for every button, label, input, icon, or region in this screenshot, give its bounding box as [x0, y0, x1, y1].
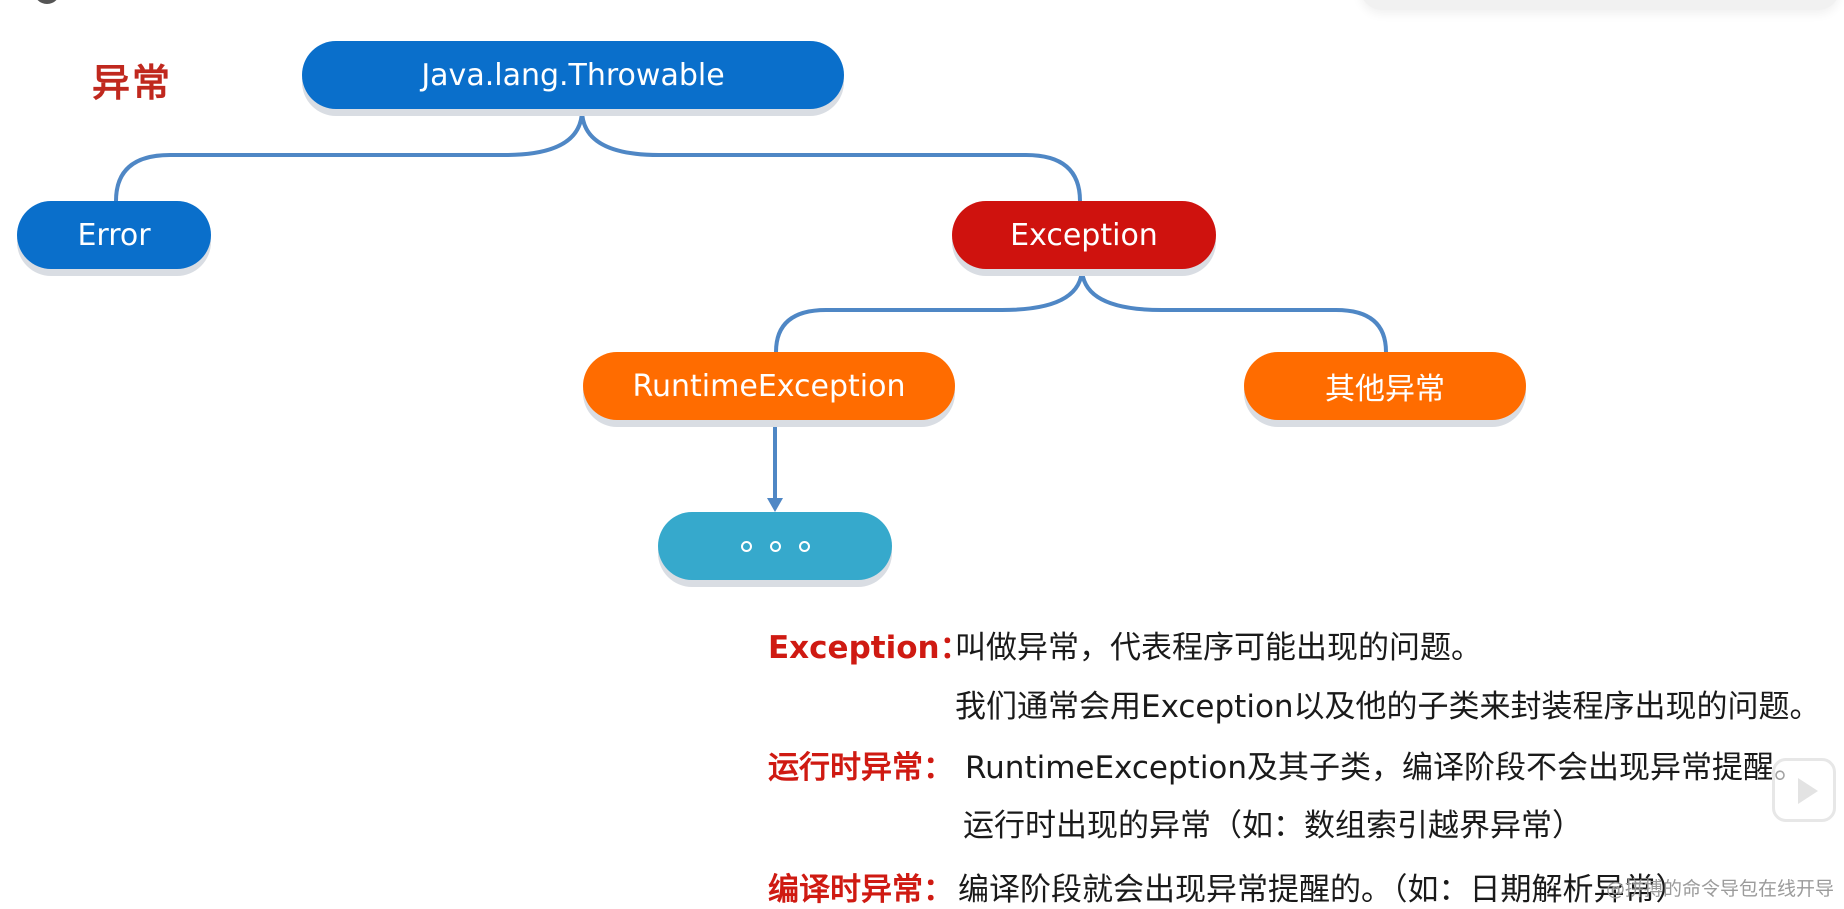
- runtime-exception-term-label: 运行时异常：: [768, 750, 954, 786]
- slide-title: 异常: [92, 61, 173, 105]
- node-error-label: Error: [77, 217, 151, 253]
- connector-throwable-exception: [580, 109, 1082, 202]
- play-icon[interactable]: [1772, 758, 1836, 822]
- arrowhead: [767, 498, 783, 512]
- node-error: Error: [17, 201, 211, 269]
- node-more-subclasses: [658, 512, 892, 580]
- runtime-description-line-2: 运行时出现的异常（如：数组索引越界异常）: [963, 808, 1583, 844]
- node-runtime-exception: RuntimeException: [583, 352, 955, 420]
- ellipsis-dot: [769, 540, 781, 552]
- connector-throwable-error: [114, 109, 584, 202]
- ellipsis-dot: [798, 540, 810, 552]
- exception-description-line-1: 叫做异常，代表程序可能出现的问题。: [955, 630, 1482, 666]
- compile-exception-term-label: 编译时异常：: [768, 872, 954, 908]
- node-other-exception-label: 其他异常: [1325, 372, 1445, 407]
- node-runtime-exception-label: RuntimeException: [632, 368, 906, 404]
- node-throwable: Java.lang.Throwable: [302, 41, 844, 109]
- top-shadow-bar: [1360, 0, 1840, 10]
- runtime-description-line-1: RuntimeException及其子类，编译阶段不会出现异常提醒。: [965, 750, 1806, 786]
- connector-exception-runtime: [774, 267, 1084, 353]
- exception-term-label: Exception：: [768, 630, 971, 666]
- node-throwable-label: Java.lang.Throwable: [421, 57, 725, 93]
- connector-exception-other: [1080, 267, 1388, 353]
- compile-description-line-1: 编译阶段就会出现异常提醒的。（如：日期解析异常）: [958, 872, 1687, 908]
- ellipsis-dot: [740, 540, 752, 552]
- ellipsis-dots: [740, 540, 810, 552]
- node-other-exception: 其他异常: [1244, 352, 1526, 420]
- watermark: @拼搏的命令导包在线开导: [1605, 878, 1834, 900]
- node-exception: Exception: [952, 201, 1216, 269]
- node-exception-label: Exception: [1010, 217, 1158, 253]
- exception-description-line-2: 我们通常会用Exception以及他的子类来封装程序出现的问题。: [955, 689, 1821, 725]
- play-triangle-icon: [1798, 778, 1818, 804]
- corner-mark: [34, 0, 60, 4]
